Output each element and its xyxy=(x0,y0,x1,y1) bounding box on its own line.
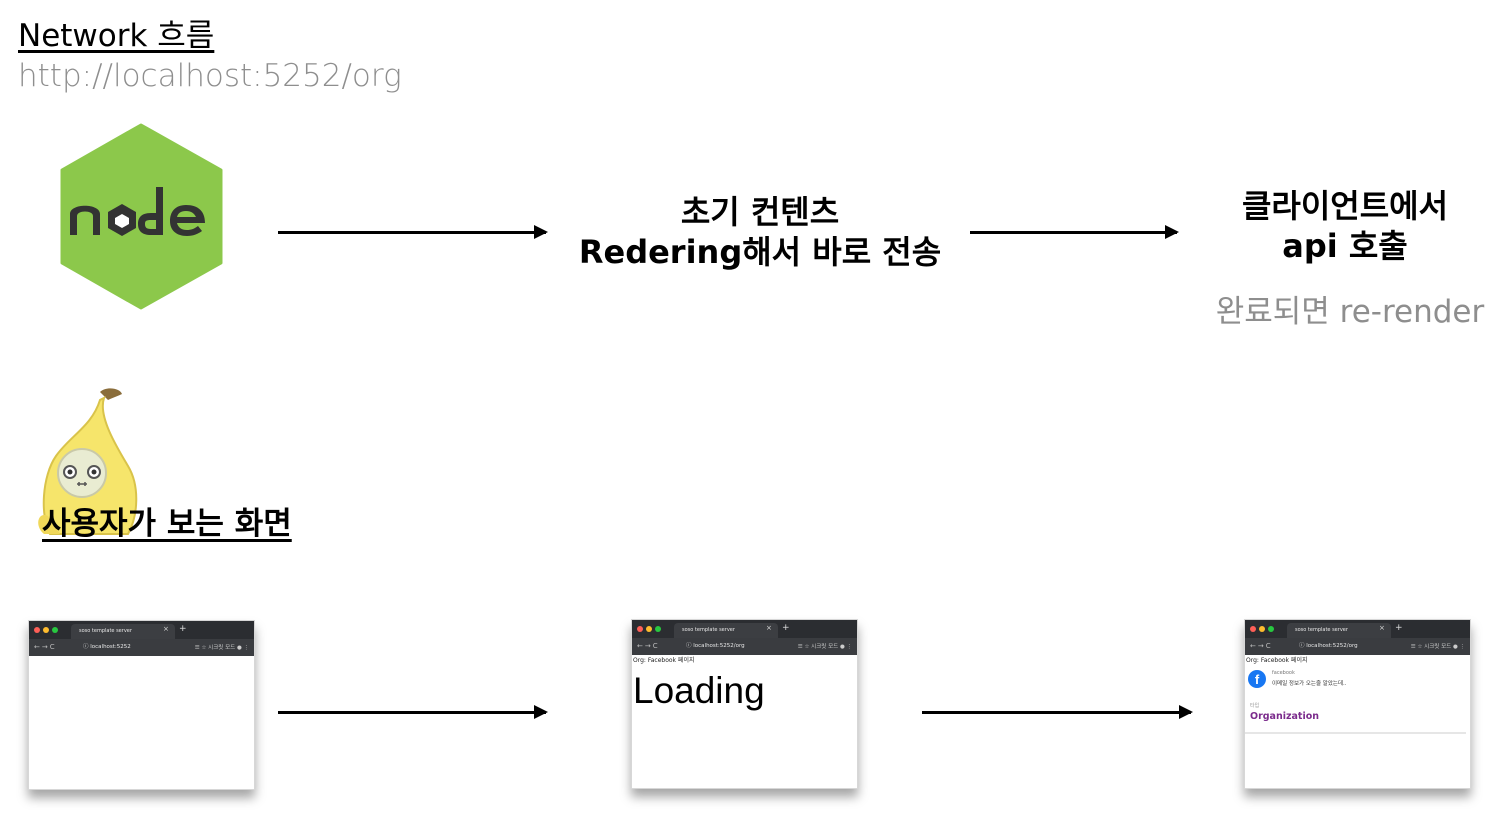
tab-close-icon: × xyxy=(766,624,772,632)
toolbar-right-controls: ☰ ☆ 시크릿 모드 ● ⋮ xyxy=(1410,644,1465,650)
loading-text: Loading xyxy=(633,670,765,711)
arrow-screen1-to-screen2 xyxy=(278,705,548,719)
step2-line1: 초기 컨텐츠 xyxy=(680,193,840,231)
minimize-dot-icon xyxy=(1259,626,1265,632)
toolbar-right-controls: ☰ ☆ 시크릿 모드 ● ⋮ xyxy=(797,644,852,650)
page-header: Org: Facebook 페이지 xyxy=(1246,657,1308,664)
maximize-dot-icon xyxy=(1268,626,1274,632)
browser-screen-rendered: soso template server × + ←→C ⓘ localhost… xyxy=(1244,619,1471,789)
close-dot-icon xyxy=(637,626,643,632)
browser-tab: soso template server xyxy=(1287,623,1391,638)
browser-tab: soso template server xyxy=(674,623,778,638)
arrow-screen2-to-screen3 xyxy=(922,705,1193,719)
step-initial-render: 초기 컨텐츠 Redering해서 바로 전송 xyxy=(560,192,960,272)
organization-name: Organization xyxy=(1250,711,1320,722)
close-dot-icon xyxy=(1250,626,1256,632)
page-header: Org: Facebook 페이지 xyxy=(633,657,695,664)
step3-line2: api 호출 xyxy=(1282,227,1408,265)
arrow-render-to-client xyxy=(970,225,1179,239)
nodejs-logo: node xyxy=(60,123,223,310)
tab-close-icon: × xyxy=(1379,624,1385,632)
user-view-label: 사용자가 보는 화면 xyxy=(42,506,292,542)
browser-toolbar: ←→C ⓘ localhost:5252 ☰ ☆ 시크릿 모드 ● ⋮ xyxy=(29,639,254,656)
node-logo-text: node xyxy=(60,123,63,124)
browser-screen-loading: soso template server × + ←→C ⓘ localhost… xyxy=(631,619,858,789)
new-tab-icon: + xyxy=(179,624,187,634)
nav-icons: ←→C xyxy=(34,643,57,651)
tab-close-icon: × xyxy=(163,625,169,633)
step3-line1: 클라이언트에서 xyxy=(1241,187,1449,225)
browser-titlebar: soso template server × + xyxy=(632,620,857,638)
nav-icons: ←→C xyxy=(637,642,660,650)
nav-icons: ←→C xyxy=(1250,642,1273,650)
maximize-dot-icon xyxy=(655,626,661,632)
address-bar: ⓘ localhost:5252/org xyxy=(1299,643,1358,649)
page-title: Network 흐름 xyxy=(18,18,215,54)
step3-subtitle: 완료되면 re-render xyxy=(1215,294,1485,330)
address-bar: ⓘ localhost:5252/org xyxy=(686,643,745,649)
browser-toolbar: ←→C ⓘ localhost:5252/org ☰ ☆ 시크릿 모드 ● ⋮ xyxy=(1245,638,1470,655)
step2-line2: Redering해서 바로 전송 xyxy=(578,233,942,271)
facebook-description: 이메일 정보가 오는줄 알았는데.. xyxy=(1272,681,1347,687)
browser-screen-initial: soso template server × + ←→C ⓘ localhost… xyxy=(28,620,255,790)
close-dot-icon xyxy=(34,627,40,633)
facebook-icon: f xyxy=(1248,670,1266,688)
banana-mascot-image xyxy=(30,386,145,536)
minimize-dot-icon xyxy=(43,627,49,633)
facebook-label: facebook xyxy=(1272,670,1295,676)
browser-tab: soso template server xyxy=(71,624,175,639)
url-text: http://localhost:5252/org xyxy=(18,58,402,94)
arrow-server-to-render xyxy=(278,225,548,239)
minimize-dot-icon xyxy=(646,626,652,632)
browser-toolbar: ←→C ⓘ localhost:5252/org ☰ ☆ 시크릿 모드 ● ⋮ xyxy=(632,638,857,655)
step-client-api: 클라이언트에서 api 호출 xyxy=(1200,186,1490,266)
address-bar: ⓘ localhost:5252 xyxy=(83,644,131,650)
type-label: 타입 xyxy=(1250,703,1260,709)
divider xyxy=(1245,732,1466,734)
maximize-dot-icon xyxy=(52,627,58,633)
new-tab-icon: + xyxy=(1395,623,1403,633)
browser-titlebar: soso template server × + xyxy=(29,621,254,639)
toolbar-right-controls: ☰ ☆ 시크릿 모드 ● ⋮ xyxy=(194,645,249,651)
new-tab-icon: + xyxy=(782,623,790,633)
browser-titlebar: soso template server × + xyxy=(1245,620,1470,638)
